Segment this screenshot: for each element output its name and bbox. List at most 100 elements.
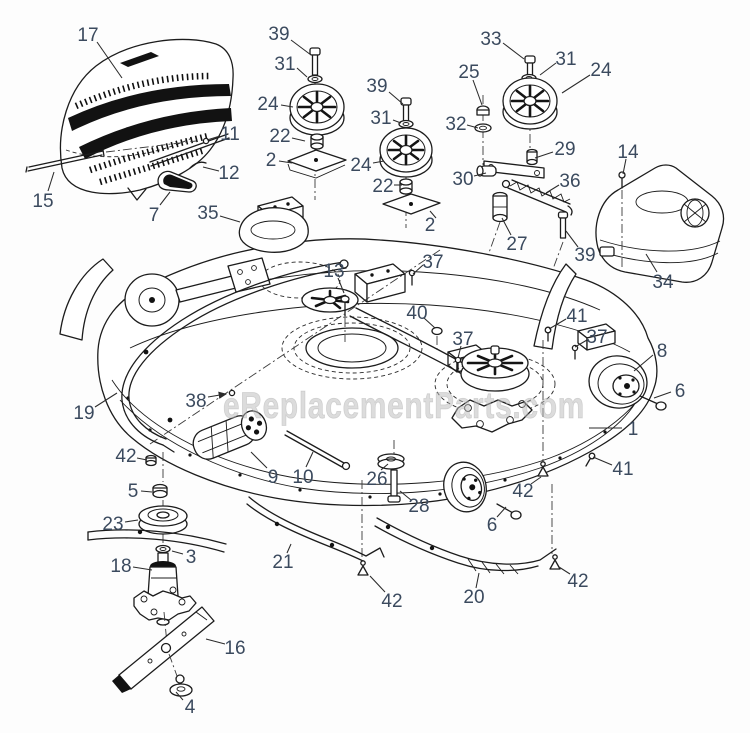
part-number-1: 1: [628, 419, 639, 440]
part-number-39: 39: [268, 24, 289, 45]
part-number-9: 9: [268, 467, 279, 488]
leader-line-39: [565, 230, 579, 248]
part-number-24: 24: [257, 94, 279, 115]
part-number-14: 14: [617, 142, 639, 163]
part-number-2: 2: [266, 150, 277, 171]
leader-line-24: [372, 160, 385, 164]
part-number-24: 24: [590, 60, 612, 81]
part-number-42: 42: [115, 446, 136, 467]
part-number-39: 39: [574, 245, 595, 266]
leader-line-15: [47, 171, 55, 192]
leader-line-2: [278, 160, 293, 164]
leader-line-42: [136, 457, 148, 461]
part-number-31: 31: [370, 108, 391, 129]
part-number-36: 36: [559, 171, 580, 192]
leader-line-6: [496, 506, 507, 518]
leader-line-2: [429, 210, 437, 219]
leader-line-39: [388, 91, 404, 105]
part-number-22: 22: [269, 126, 290, 147]
leader-line-42: [558, 566, 571, 575]
leader-line-14: [622, 158, 627, 175]
part-number-18: 18: [110, 556, 131, 577]
latch-bracket: [157, 161, 207, 193]
part-number-27: 27: [506, 234, 527, 255]
part-number-21: 21: [272, 552, 293, 573]
leader-line-36: [545, 184, 560, 194]
part-number-15: 15: [32, 191, 53, 212]
part-number-29: 29: [554, 139, 575, 160]
leader-line-38: [207, 391, 228, 399]
nuts-and-clips: [145, 454, 561, 576]
part-number-42: 42: [381, 591, 402, 612]
leader-line-6: [653, 391, 672, 399]
part-number-38: 38: [185, 391, 206, 412]
leader-line-42: [530, 476, 542, 485]
support-rod: [284, 430, 351, 471]
part-number-24: 24: [350, 155, 372, 176]
leader-line-28: [399, 490, 412, 501]
leader-line-31: [392, 119, 402, 124]
baffle-left: [87, 496, 385, 562]
leader-line-26: [380, 463, 389, 471]
part-number-37: 37: [586, 327, 607, 348]
leader-line-33: [502, 42, 525, 60]
deck-bracket: [577, 323, 616, 351]
part-number-30: 30: [452, 169, 473, 190]
leader-line-11: [206, 135, 221, 141]
part-number-37: 37: [422, 252, 443, 273]
leader-line-21: [286, 543, 292, 554]
part-number-10: 10: [292, 467, 313, 488]
watermark: eReplacementParts.com: [223, 385, 585, 426]
part-number-42: 42: [512, 481, 533, 502]
part-number-22: 22: [372, 176, 393, 197]
leader-line-37: [574, 339, 588, 348]
leader-line-24: [280, 104, 294, 108]
part-number-31: 31: [274, 54, 295, 75]
idler-pulley-group-c: [471, 55, 573, 301]
leader-line-12: [202, 166, 220, 172]
leader-line-10: [305, 451, 314, 468]
part-number-7: 7: [149, 205, 160, 226]
leader-line-7: [159, 191, 171, 206]
leader-line-4: [175, 691, 184, 701]
blade: [112, 606, 215, 693]
leader-line-30: [473, 172, 487, 177]
leader-line-35: [219, 215, 241, 223]
part-number-20: 20: [463, 587, 484, 608]
washout-bar: [121, 259, 349, 453]
part-number-6: 6: [487, 515, 498, 536]
leader-line-13: [337, 277, 345, 294]
part-number-40: 40: [406, 303, 427, 324]
part-number-28: 28: [408, 496, 429, 517]
idler-pulley-group-a: [287, 47, 347, 200]
part-number-19: 19: [73, 403, 94, 424]
lift-rod: [25, 133, 230, 173]
part-number-39: 39: [366, 76, 387, 97]
part-number-13: 13: [323, 261, 344, 282]
leader-line-17: [96, 41, 123, 79]
part-number-42: 42: [567, 571, 588, 592]
deck-spindle-right: [434, 345, 556, 433]
leader-line-31: [539, 62, 557, 76]
leader-line-3: [171, 550, 184, 555]
leader-line-37: [457, 345, 462, 359]
part-number-32: 32: [445, 114, 466, 135]
part-number-17: 17: [77, 25, 98, 46]
leader-line-24: [561, 74, 591, 94]
leader-line-20: [475, 572, 480, 589]
part-number-4: 4: [185, 697, 196, 718]
part-number-8: 8: [657, 341, 668, 362]
leader-line-29: [534, 151, 554, 159]
leader-line-18: [132, 566, 153, 571]
part-number-5: 5: [128, 481, 139, 502]
part-number-33: 33: [480, 29, 501, 50]
part-number-12: 12: [218, 163, 239, 184]
idler-pulley-group-b: [379, 97, 441, 228]
part-number-41: 41: [566, 306, 587, 327]
leader-line-9: [250, 451, 268, 469]
leader-line-39: [290, 39, 312, 56]
deck-bracket: [354, 263, 406, 303]
part-number-25: 25: [458, 62, 479, 83]
